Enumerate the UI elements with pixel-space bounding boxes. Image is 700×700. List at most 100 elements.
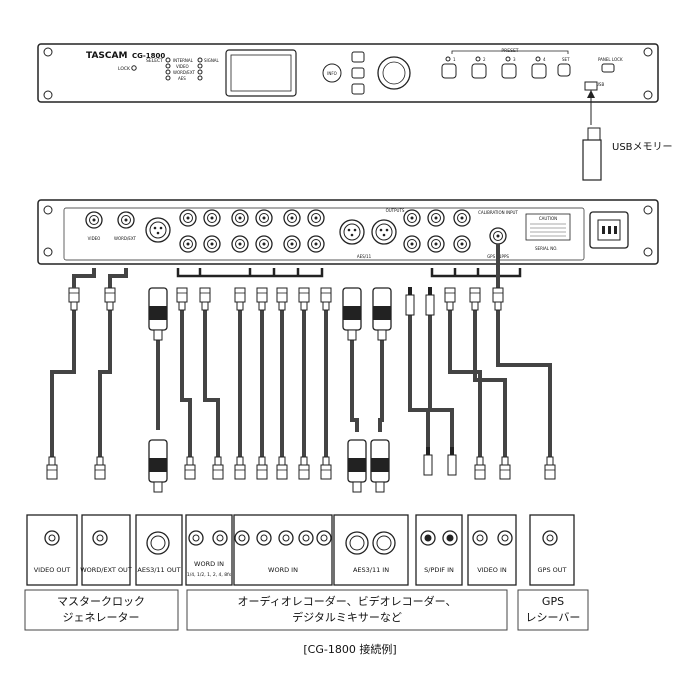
plug-aes-in-top-1-band bbox=[373, 306, 391, 320]
menu-button-2[interactable] bbox=[351, 67, 365, 79]
rear-bnc-top-3-pin bbox=[262, 216, 266, 220]
preset-1-button[interactable] bbox=[441, 63, 457, 79]
rear-aes-out-port-inner bbox=[149, 221, 167, 239]
plug-spdif-top-0-body bbox=[405, 294, 415, 316]
preset-2-label: 2 bbox=[483, 57, 486, 62]
usb-memory: USBメモリー bbox=[582, 90, 673, 181]
rear-aes-out-port-pin-1 bbox=[159, 226, 163, 230]
plug-video-in-top-0-body bbox=[444, 287, 456, 303]
plug-aes-in-top-0-band bbox=[343, 306, 361, 320]
preset-2-button[interactable] bbox=[471, 63, 487, 79]
plug-aes-in-top-0 bbox=[342, 287, 362, 341]
plug-wordext-bottom bbox=[94, 456, 106, 480]
signal-label: SIGNAL bbox=[204, 58, 220, 63]
device-port-inner-3-0 bbox=[192, 534, 200, 542]
plug-aes-in-bottom-1 bbox=[370, 439, 390, 493]
cable-spdif-0 bbox=[408, 315, 430, 450]
plug-wordext-bottom-sleeve bbox=[96, 456, 104, 466]
menu-button-3[interactable] bbox=[351, 83, 365, 95]
group-master-clock bbox=[24, 589, 179, 631]
plug-word-bottom-0-body bbox=[184, 464, 196, 480]
rear-bnc-bottom-5 bbox=[307, 235, 325, 253]
device-box-frame-8 bbox=[529, 514, 575, 586]
plug-word-bottom-4-body bbox=[276, 464, 288, 480]
power-inlet bbox=[589, 211, 629, 249]
rear-video-label: VIDEO bbox=[88, 236, 101, 241]
device-box-frame-6 bbox=[415, 514, 463, 586]
rear-aes-1-port bbox=[339, 219, 365, 245]
rear-bnc-top-2 bbox=[231, 209, 249, 227]
group-recorders-line2: デジタルミキサーなど bbox=[292, 610, 402, 624]
rear-bnc-top-7 bbox=[427, 209, 445, 227]
rear-wordext-port-pin bbox=[124, 218, 128, 222]
rear-wordext-port bbox=[117, 211, 135, 229]
cable-aes-in-1 bbox=[378, 330, 384, 432]
plug-word-bottom-1-sleeve bbox=[214, 456, 222, 466]
plug-word-top-6-body bbox=[320, 287, 332, 303]
rear-bnc-bottom-0-pin bbox=[186, 242, 190, 246]
device-port-inner-7-1 bbox=[501, 534, 509, 542]
plug-spdif-top-1 bbox=[425, 287, 435, 316]
plug-aes-in-bottom-1-band bbox=[371, 458, 389, 472]
plug-video-in-bottom-1 bbox=[499, 456, 511, 480]
device-box-4: WORD IN bbox=[233, 514, 333, 586]
select-label: SELECT bbox=[146, 58, 163, 64]
device-port-inner-7-0 bbox=[476, 534, 484, 542]
rear-bnc-bottom-8 bbox=[453, 235, 471, 253]
panel-lock-button[interactable] bbox=[601, 63, 615, 73]
plug-word-top-5-body bbox=[298, 287, 310, 303]
device-box-frame-1 bbox=[81, 514, 131, 586]
device-port-inner-4-1 bbox=[260, 534, 268, 542]
set-button[interactable] bbox=[557, 63, 571, 77]
rear-bnc-bottom-7 bbox=[427, 235, 445, 253]
cable-wordext bbox=[98, 300, 112, 465]
rear-bnc-top-0 bbox=[179, 209, 197, 227]
plug-wordext-bottom-body bbox=[94, 464, 106, 480]
info-label: INFO bbox=[327, 71, 337, 76]
plug-word-bottom-4 bbox=[276, 456, 288, 480]
cable-gps bbox=[496, 302, 552, 465]
device-port-inner-1-0 bbox=[96, 534, 104, 542]
cables bbox=[46, 244, 556, 493]
plug-word-top-5 bbox=[298, 287, 310, 311]
serial-label: SERIAL NO. bbox=[535, 246, 558, 251]
rear-bnc-bottom-3-pin bbox=[262, 242, 266, 246]
rear-panel: VIDEO WORD/EXT OUTPUTS AES/11 CALIBRATIO… bbox=[37, 199, 659, 265]
plug-aes-in-top-1-boot bbox=[377, 329, 387, 341]
plug-word-bottom-6-body bbox=[320, 464, 332, 480]
menu-button-1[interactable] bbox=[351, 51, 365, 63]
rear-bnc-bottom-5-pin bbox=[314, 242, 318, 246]
lock-label: LOCK bbox=[118, 66, 131, 72]
preset-3-button[interactable] bbox=[501, 63, 517, 79]
device-port-inner-2-0 bbox=[150, 535, 166, 551]
device-box-frame-7 bbox=[467, 514, 517, 586]
front-panel: TASCAM CG-1800 LOCK SELECT INTERNAL VIDE… bbox=[37, 43, 659, 103]
preset-4-button[interactable] bbox=[531, 63, 547, 79]
model-label: CG-1800 bbox=[132, 52, 165, 60]
plug-word-bottom-2-sleeve bbox=[236, 456, 244, 466]
rear-bnc-top-4-pin bbox=[290, 216, 294, 220]
device-label-8: GPS OUT bbox=[538, 566, 567, 574]
usb-port[interactable] bbox=[584, 81, 598, 91]
plug-word-bottom-1-body bbox=[212, 464, 224, 480]
rear-bnc-top-5 bbox=[307, 209, 325, 227]
rear-bnc-top-0-pin bbox=[186, 216, 190, 220]
rear-bnc-bottom-8-pin bbox=[460, 242, 464, 246]
device-label-7: VIDEO IN bbox=[477, 566, 507, 574]
rear-bnc-top-6 bbox=[403, 209, 421, 227]
plug-aes-in-bottom-0 bbox=[347, 439, 367, 493]
plug-aes-out-bottom bbox=[148, 439, 168, 493]
plug-aes-in-bottom-1-boot bbox=[375, 481, 385, 493]
rear-bnc-top-5-pin bbox=[314, 216, 318, 220]
usb-port-label: USB bbox=[596, 82, 604, 87]
rear-bnc-bottom-6-pin bbox=[410, 242, 414, 246]
plug-video-top-sleeve bbox=[70, 301, 78, 311]
cable-video bbox=[50, 300, 76, 465]
device-port-inner-4-2 bbox=[282, 534, 290, 542]
info-button[interactable] bbox=[322, 63, 342, 83]
plug-word-top-0-body bbox=[176, 287, 188, 303]
device-label-5: AES3/11 IN bbox=[353, 566, 389, 574]
plug-wordext-top bbox=[104, 287, 116, 311]
plug-spdif-bottom-0-body bbox=[423, 454, 433, 476]
